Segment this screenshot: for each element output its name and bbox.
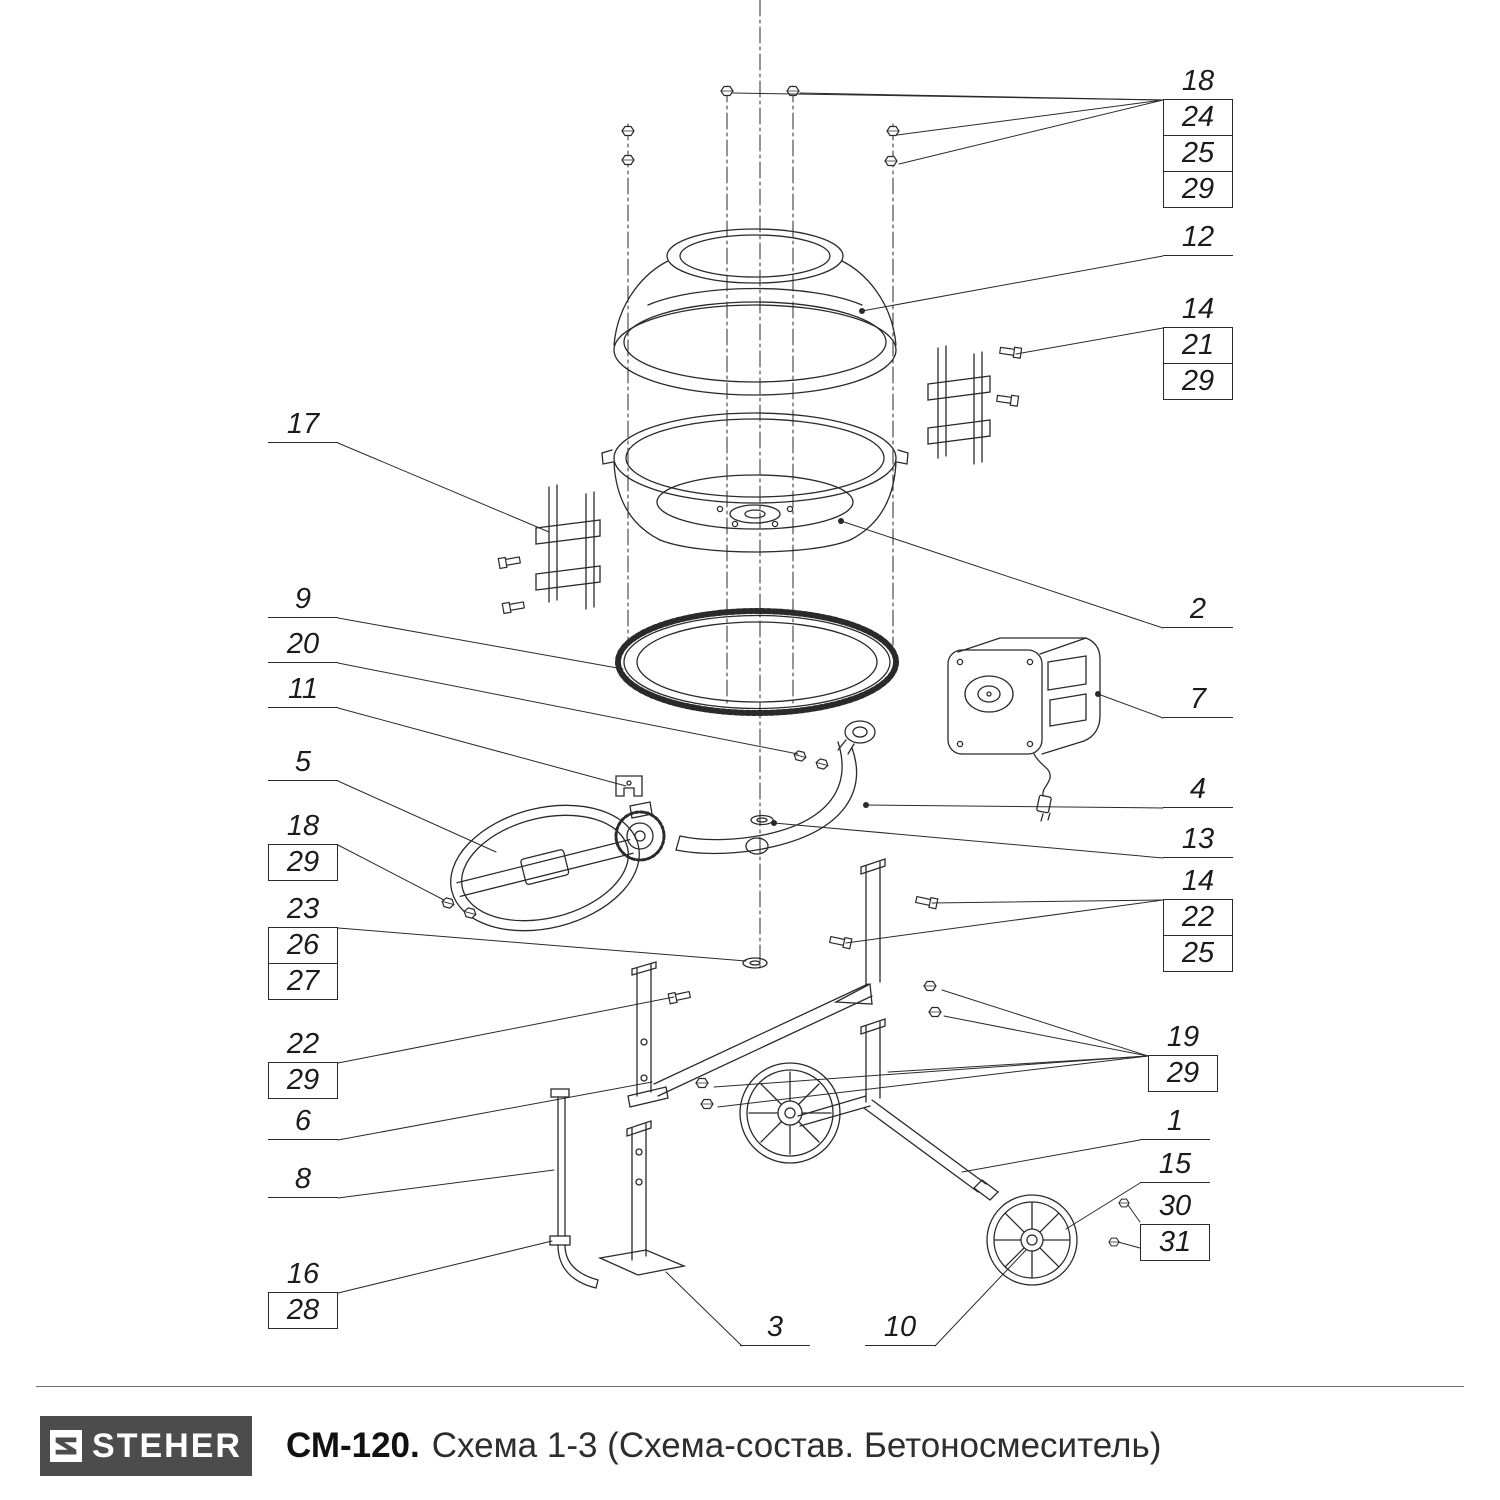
callout-number: 3 bbox=[740, 1310, 810, 1346]
callout-group-fasteners-top: 18 24 25 29 bbox=[1163, 64, 1233, 208]
callout-number: 29 bbox=[268, 845, 338, 881]
leader-lines bbox=[337, 92, 1164, 1347]
steher-logo: STEHER bbox=[40, 1416, 252, 1476]
callout-group-gear-ring: 9 bbox=[268, 582, 338, 618]
wheel-right-part bbox=[986, 1194, 1078, 1286]
callout-number: 12 bbox=[1163, 220, 1233, 256]
callout-number: 29 bbox=[1148, 1056, 1218, 1092]
drum-top-part bbox=[613, 228, 897, 396]
leader-dots bbox=[771, 308, 1101, 826]
bracket-left-part bbox=[535, 484, 601, 610]
center-axis-lines bbox=[627, 0, 894, 973]
callout-number: 18 bbox=[1163, 64, 1233, 100]
callout-group-bracket-left: 17 bbox=[268, 407, 338, 443]
wheel-left-part bbox=[739, 1062, 841, 1164]
callout-number: 14 bbox=[1163, 292, 1233, 328]
callout-number: 4 bbox=[1163, 772, 1233, 808]
callout-group-frame-fasteners: 19 29 bbox=[1148, 1020, 1218, 1092]
callout-group-wheel-bolts: 30 31 bbox=[1140, 1189, 1210, 1261]
callout-group-drum-top: 12 bbox=[1163, 220, 1233, 256]
callout-group-washer: 13 bbox=[1163, 822, 1233, 858]
callout-number: 16 bbox=[268, 1257, 338, 1293]
callout-group-support-leg: 3 bbox=[740, 1310, 810, 1346]
callout-number: 23 bbox=[268, 892, 338, 928]
callout-group-frame-bolts-right: 14 22 25 bbox=[1163, 864, 1233, 972]
washer-part bbox=[750, 814, 774, 826]
callout-number: 24 bbox=[1163, 100, 1233, 136]
callout-number: 6 bbox=[268, 1104, 338, 1140]
schema-subtitle: Схема 1-3 (Схема-состав. Бетоносмеситель… bbox=[431, 1426, 1162, 1465]
frame-stand-part bbox=[627, 858, 886, 1108]
callout-group-hand-wheel: 5 bbox=[268, 745, 338, 781]
callout-number: 13 bbox=[1163, 822, 1233, 858]
callout-number: 28 bbox=[268, 1293, 338, 1329]
callout-number: 15 bbox=[1140, 1147, 1210, 1183]
axis-washer-part bbox=[742, 957, 768, 969]
pinion-coupling-part bbox=[837, 720, 876, 755]
callout-number: 11 bbox=[268, 672, 338, 708]
callout-group-wheel-fasteners-left: 18 29 bbox=[268, 809, 338, 881]
callout-number: 2 bbox=[1163, 592, 1233, 628]
hand-wheel-part bbox=[450, 804, 640, 932]
model-number: СМ-120. bbox=[286, 1426, 420, 1465]
gear-ring-part bbox=[615, 608, 899, 716]
callout-number: 19 bbox=[1148, 1020, 1218, 1056]
callout-group-rear-leg: 1 bbox=[1140, 1104, 1210, 1140]
fastener-nuts bbox=[440, 85, 1130, 1247]
callout-number: 22 bbox=[1163, 900, 1233, 936]
support-leg-part bbox=[597, 1120, 687, 1276]
callout-group-handle-rod: 8 bbox=[268, 1162, 338, 1198]
clamp-part bbox=[615, 775, 643, 797]
handle-rod-part bbox=[549, 1088, 599, 1289]
logo-text: STEHER bbox=[92, 1426, 242, 1465]
callout-group-pinion: 20 bbox=[268, 627, 338, 663]
callout-group-wheel-right: 15 bbox=[1140, 1147, 1210, 1183]
callout-number: 27 bbox=[268, 964, 338, 1000]
callout-number: 26 bbox=[268, 928, 338, 964]
bracket-right-part bbox=[927, 345, 991, 465]
callout-number: 21 bbox=[1163, 328, 1233, 364]
footer-divider bbox=[36, 1386, 1464, 1387]
callout-group-axis-washer: 23 26 27 bbox=[268, 892, 338, 1000]
steher-logo-icon bbox=[50, 1430, 83, 1462]
callout-number: 14 bbox=[1163, 864, 1233, 900]
callout-group-frame-bolts-left: 22 29 bbox=[268, 1027, 338, 1099]
callout-number: 5 bbox=[268, 745, 338, 781]
rear-leg-part bbox=[797, 1018, 999, 1201]
callout-number: 31 bbox=[1140, 1225, 1210, 1261]
callout-number: 17 bbox=[268, 407, 338, 443]
callout-group-rod-fasteners: 16 28 bbox=[268, 1257, 338, 1329]
callout-number: 7 bbox=[1163, 682, 1233, 718]
callout-number: 18 bbox=[268, 809, 338, 845]
callout-group-clamp: 11 bbox=[268, 672, 338, 708]
callout-number: 1 bbox=[1140, 1104, 1210, 1140]
callout-number: 29 bbox=[1163, 172, 1233, 208]
callout-number: 25 bbox=[1163, 936, 1233, 972]
callout-group-swivel-arm: 4 bbox=[1163, 772, 1233, 808]
drum-bottom-part bbox=[601, 412, 909, 553]
callout-number: 22 bbox=[268, 1027, 338, 1063]
callout-number: 29 bbox=[1163, 364, 1233, 400]
callout-group-wheel-left: 10 bbox=[865, 1310, 935, 1346]
drawing-title: СМ-120. Схема 1-3 (Схема-состав. Бетонос… bbox=[286, 1416, 1161, 1476]
motor-part bbox=[947, 637, 1101, 822]
callout-number: 9 bbox=[268, 582, 338, 618]
callout-number: 30 bbox=[1140, 1189, 1210, 1225]
callout-group-front-leg: 6 bbox=[268, 1104, 338, 1140]
callout-group-drum-bottom: 2 bbox=[1163, 592, 1233, 628]
callout-number: 8 bbox=[268, 1162, 338, 1198]
swivel-arm-part bbox=[675, 741, 858, 855]
callout-number: 20 bbox=[268, 627, 338, 663]
callout-group-bracket-right: 14 21 29 bbox=[1163, 292, 1233, 400]
callout-number: 10 bbox=[865, 1310, 935, 1346]
callout-number: 25 bbox=[1163, 136, 1233, 172]
tilt-lock-gear-part bbox=[614, 801, 666, 862]
callout-group-motor: 7 bbox=[1163, 682, 1233, 718]
callout-number: 29 bbox=[268, 1063, 338, 1099]
